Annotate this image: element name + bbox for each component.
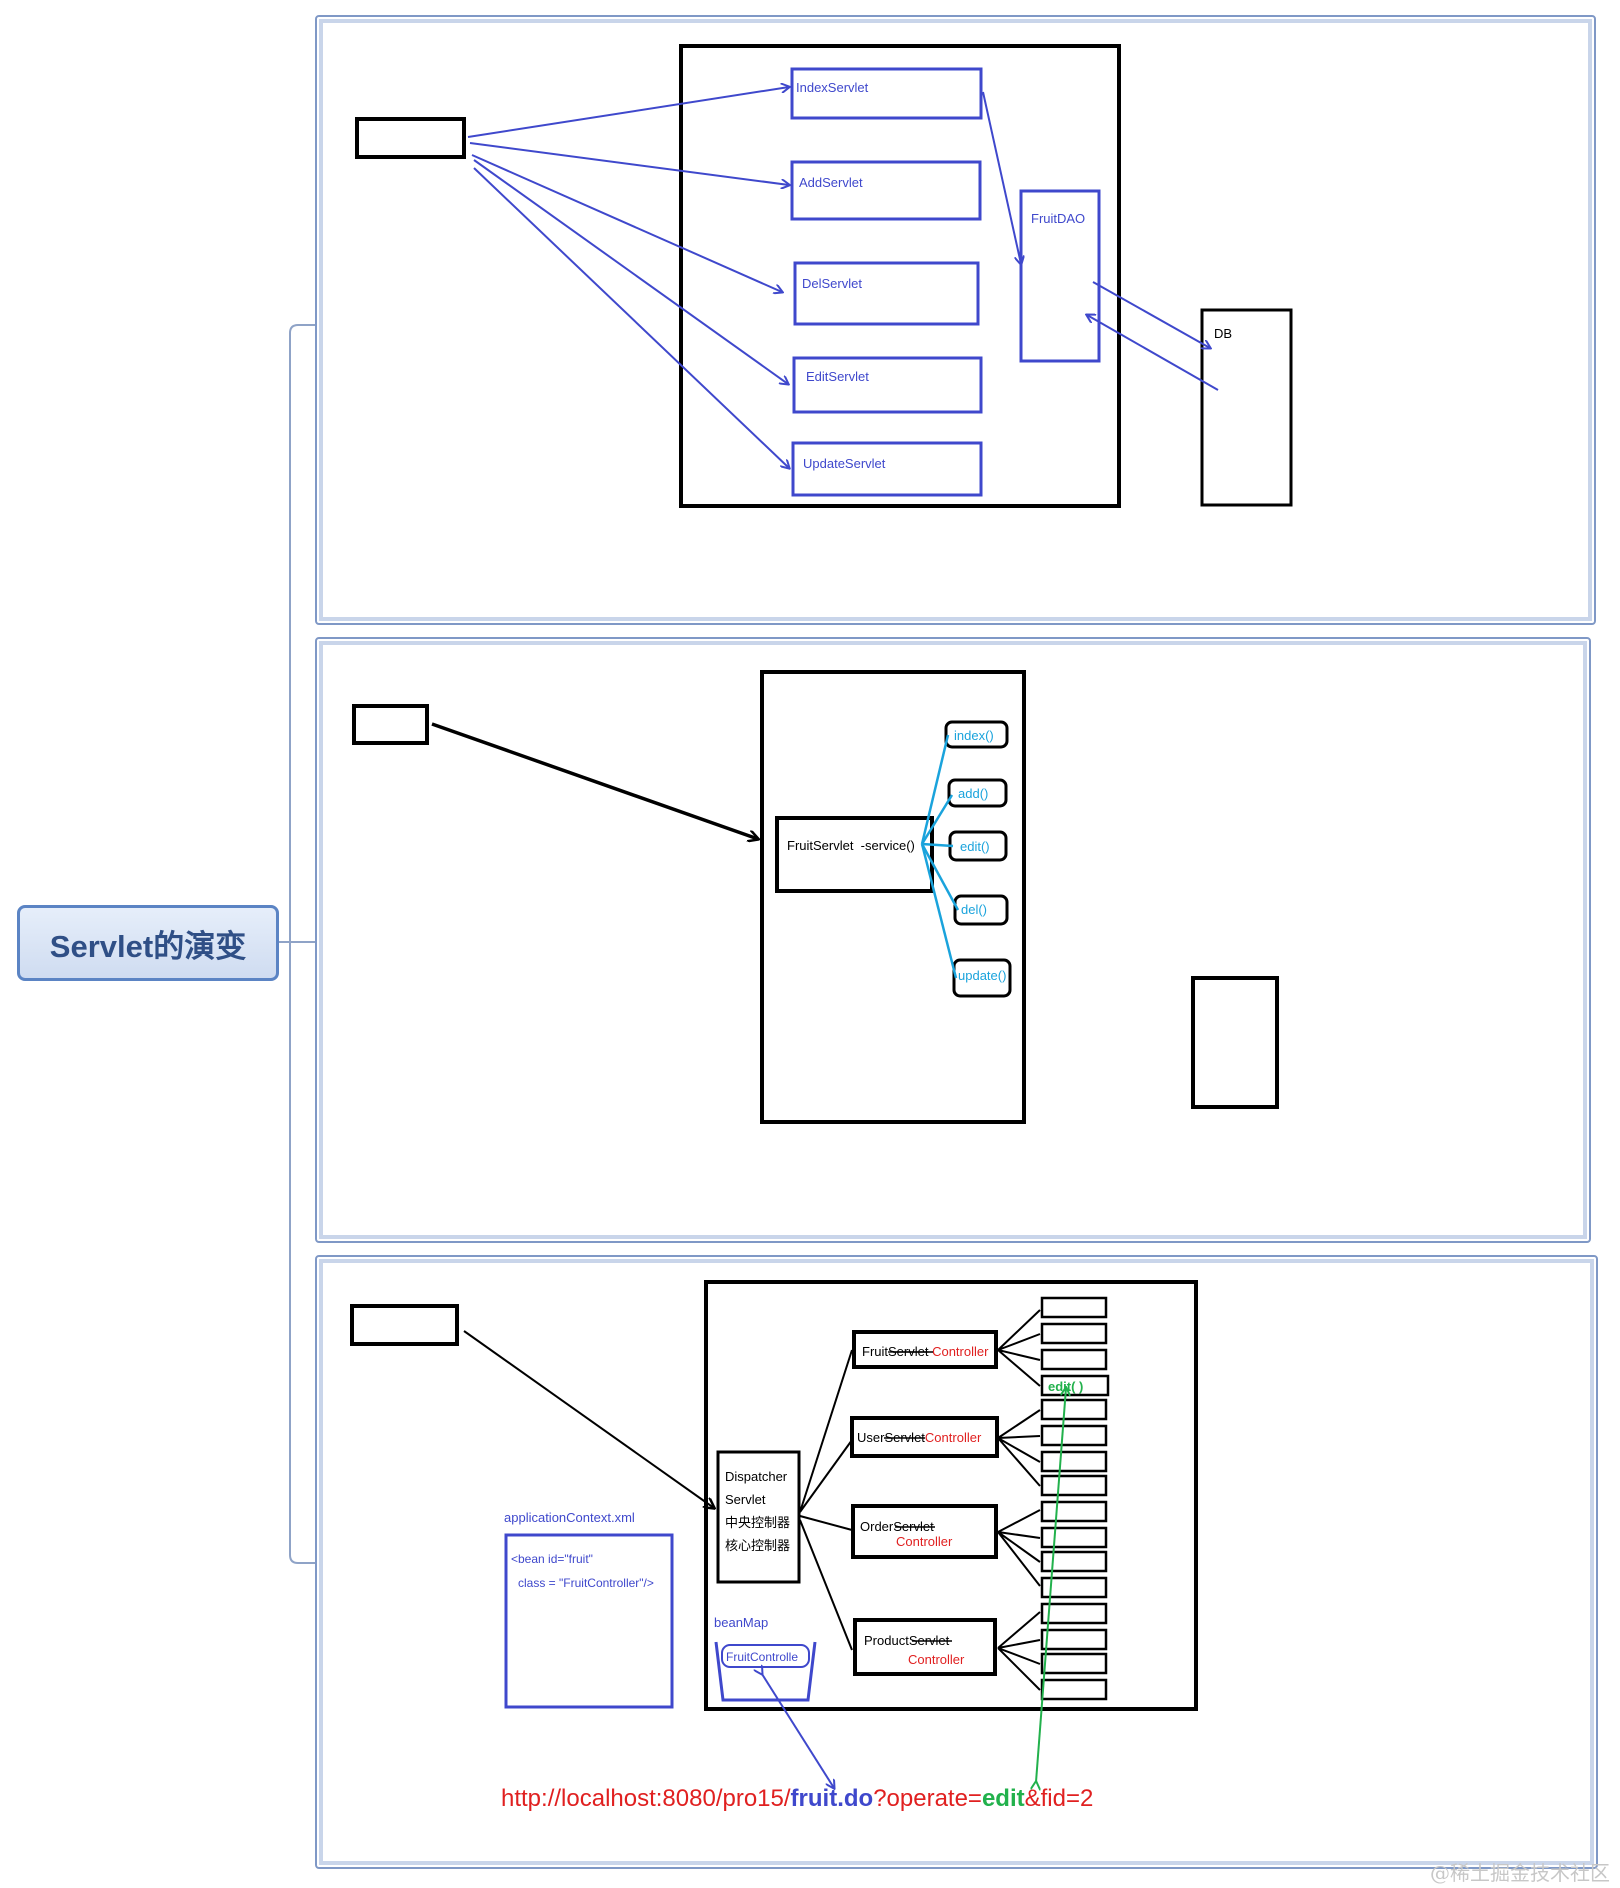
dispatcher-box (716, 1450, 801, 1584)
client-box (355, 117, 466, 159)
watermark: @稀土掘金技术社区 (1430, 1861, 1610, 1885)
client-to-dispatcher-arrow (463, 1330, 714, 1508)
method-box-add (947, 778, 1008, 808)
method-box-update (952, 958, 1012, 998)
servlet-box-update (791, 441, 983, 497)
client-box-3 (350, 1304, 459, 1346)
controller-label-user: UserServletController (857, 1430, 982, 1445)
request-url: http://localhost:8080/pro15/fruit.do?ope… (501, 1785, 1093, 1812)
xml-box (504, 1533, 674, 1709)
dispatcher-line-4: 核心控制器 (725, 1538, 790, 1553)
dao-to-db-arrow (1092, 281, 1210, 348)
dispatcher-to-controller-lines (799, 1349, 853, 1651)
servlet-box-index (790, 67, 983, 120)
servlet-box-add (790, 160, 982, 221)
db-box-2 (1191, 976, 1279, 1109)
service-dispatch-lines (920, 734, 960, 979)
xml-title: applicationContext.xml (504, 1510, 635, 1525)
db-to-dao-arrow (1087, 315, 1219, 391)
fruitservlet-label: FruitServlet -service() (787, 838, 915, 853)
fruitdao-box (1019, 189, 1101, 363)
servlet-box-edit (792, 356, 983, 414)
index-to-dao-arrow (982, 91, 1021, 264)
servlet-label-update: UpdateServlet (803, 456, 886, 471)
controller-box-fruit (852, 1330, 998, 1369)
servlet-label-del: DelServlet (802, 276, 862, 291)
operate-edit-link (1036, 1388, 1066, 1782)
dispatcher-line-1: Dispatcher (725, 1469, 788, 1484)
client-to-fruitservlet-arrow (431, 722, 758, 839)
dispatcher-line-2: Servlet (725, 1492, 766, 1507)
server-container-3 (704, 1280, 1198, 1711)
servlet-label-add: AddServlet (799, 175, 863, 190)
xml-line-2: class = "FruitController"/> (518, 1576, 654, 1590)
db-label: DB (1214, 326, 1232, 341)
beanmap-item-label: FruitControlle (726, 1650, 798, 1664)
fruitdao-label: FruitDAO (1031, 211, 1085, 226)
server-container-2 (760, 670, 1026, 1124)
controller-boxes (850, 1330, 999, 1676)
root-topic-node[interactable]: Servlet的演变 (17, 905, 279, 981)
client-box-2 (352, 704, 429, 745)
method-label-del: del() (961, 902, 987, 917)
client-to-servlet-arrows (467, 87, 789, 468)
xml-line-1: <bean id="fruit" (511, 1552, 593, 1566)
root-topic-label: Servlet的演变 (49, 928, 247, 964)
mindmap-connector (279, 324, 315, 1564)
method-label-add: add() (958, 786, 988, 801)
beanmap-label: beanMap (714, 1615, 768, 1630)
panel-2-single-servlet: FruitServlet -service() index() add() ed… (315, 637, 1591, 1243)
fruitservlet-box (775, 816, 934, 893)
controller-suffix-order: Controller (896, 1534, 953, 1549)
panel-1-multiple-servlets: IndexServlet AddServlet DelServlet EditS… (315, 15, 1596, 625)
dispatcher-line-3: 中央控制器 (725, 1515, 790, 1530)
servlet-label-index: IndexServlet (796, 80, 869, 95)
servlet-label-edit: EditServlet (806, 369, 869, 384)
method-label-index: index() (954, 728, 994, 743)
servlet-box-del (793, 261, 980, 326)
method-label-update: update() (958, 968, 1006, 983)
fruit-do-link (762, 1674, 834, 1788)
controller-label-fruit: FruitServlet Controller (862, 1344, 989, 1359)
method-boxes (944, 720, 1012, 998)
method-box-del (953, 894, 1009, 926)
db-box (1200, 308, 1293, 507)
panel-3-dispatcher-servlet: Dispatcher Servlet 中央控制器 核心控制器 FruitServ… (315, 1255, 1598, 1869)
controller-label-product: ProductServlet (864, 1633, 950, 1648)
method-label-edit: edit() (960, 839, 990, 854)
controller-box-user (850, 1416, 999, 1458)
controller-fanout-lines (997, 1309, 1041, 1691)
controller-suffix-product: Controller (908, 1652, 965, 1667)
controller-box-product (853, 1618, 997, 1676)
controller-box-order (851, 1504, 998, 1559)
server-container (679, 44, 1121, 508)
method-box-index (944, 720, 1009, 749)
